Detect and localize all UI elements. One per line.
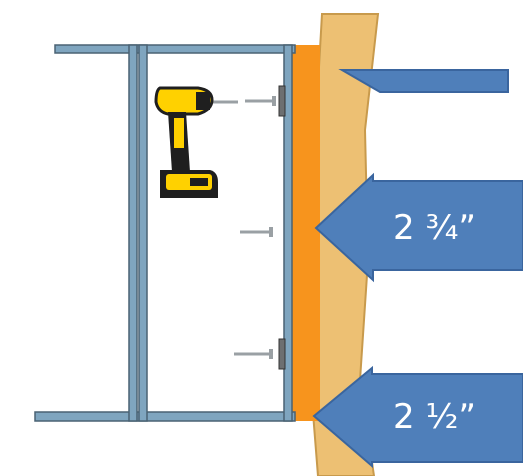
measure-arrow-lower: 2 ½” [312, 365, 523, 469]
measure-label-upper: 2 ¾” [393, 208, 476, 248]
top-track [54, 44, 296, 54]
bottom-track [34, 411, 296, 422]
measure-label-lower: 2 ½” [393, 397, 476, 437]
screw-icon [234, 349, 273, 359]
left-stud [128, 44, 148, 422]
foam-strip [292, 45, 320, 421]
upper-clip [278, 85, 286, 117]
screw-icon [245, 96, 276, 106]
upper-arrow-stub [338, 69, 509, 93]
measure-arrow-upper: 2 ¾” [314, 172, 523, 283]
right-stud [283, 44, 293, 422]
impact-driver-icon [154, 86, 238, 198]
lower-clip [278, 338, 286, 370]
screw-icon [240, 227, 273, 237]
